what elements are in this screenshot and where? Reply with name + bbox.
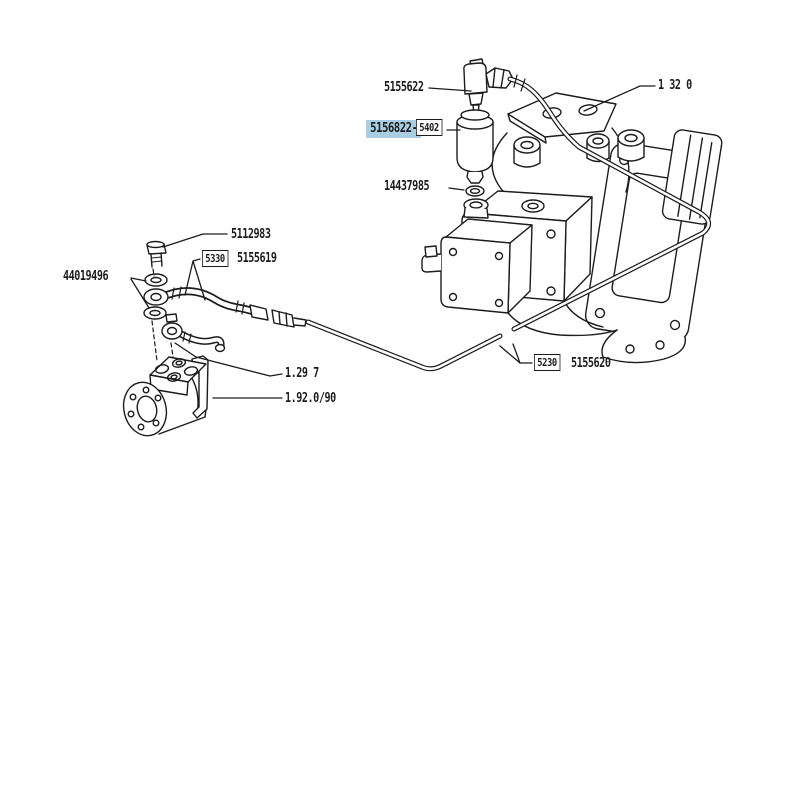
ref-label-1297: 1.29 7	[285, 366, 319, 381]
pump-assembly-drawing	[421, 92, 723, 364]
ref-label-19290: 1.92.0/90	[285, 391, 336, 406]
assembly-dashed-lines	[151, 268, 174, 362]
leader-lines	[130, 85, 656, 399]
ref-box-5330: 5330	[202, 250, 228, 267]
ref-label-1320: 1 32 0	[658, 78, 692, 93]
part-label-5112983: 5112983	[231, 227, 271, 242]
fuel-filter-drawing	[456, 58, 514, 219]
ref-box-5402: 5402	[416, 119, 442, 136]
steel-line-drawing	[305, 74, 712, 372]
hose-assembly-drawing	[143, 240, 307, 353]
steering-unit-drawing	[122, 355, 209, 437]
part-label-14437985: 14437985	[384, 179, 430, 194]
part-label-5155619: 5155619	[237, 251, 277, 266]
part-label-44019496: 44019496	[63, 269, 109, 284]
part-label-5156822-highlighted: 5156822-	[366, 120, 421, 138]
ref-box-5230: 5230	[534, 354, 560, 371]
part-label-5155620: 5155620	[571, 356, 611, 371]
part-label-5155622: 5155622	[384, 80, 424, 95]
